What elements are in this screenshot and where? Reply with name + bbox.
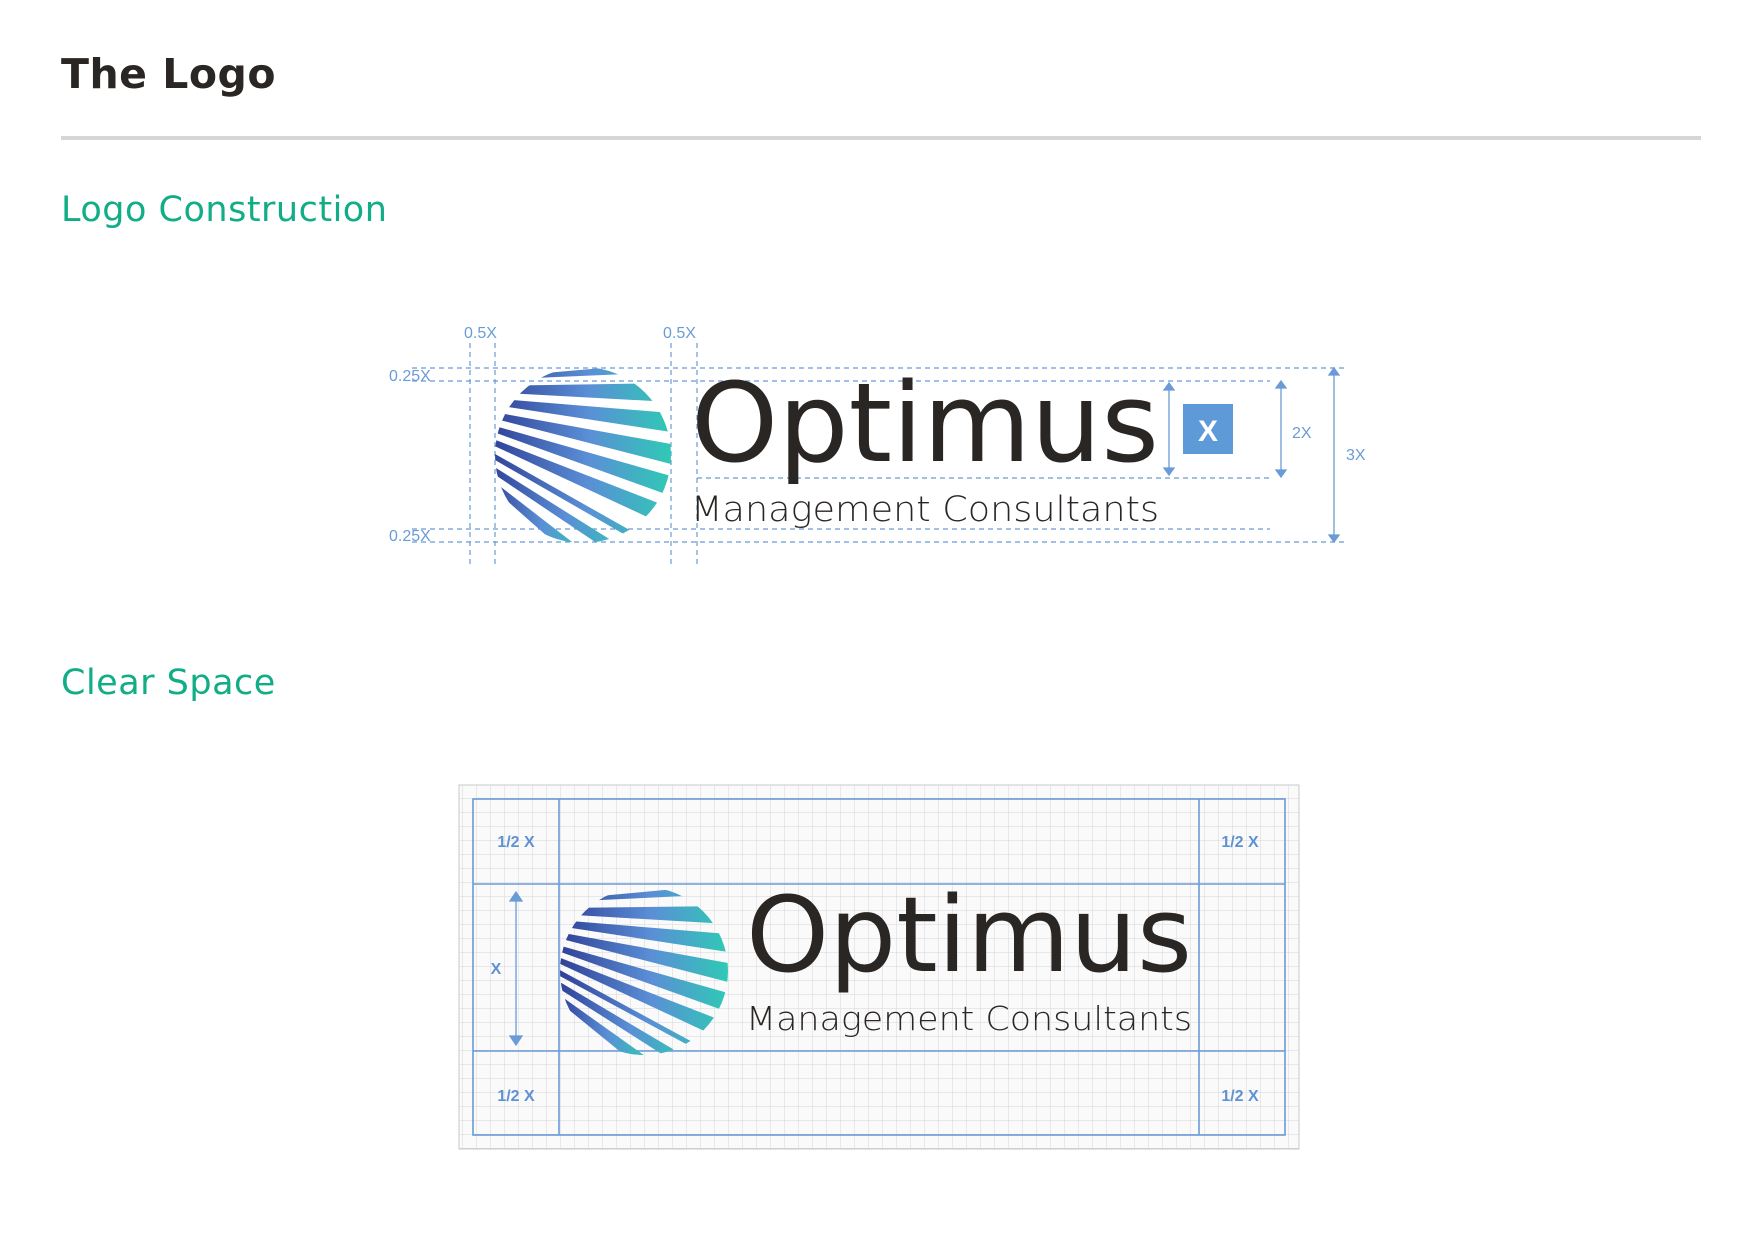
three-x-arrow xyxy=(1327,366,1341,544)
clear-space-heading: Clear Space xyxy=(61,663,276,703)
construction-diagram: 0.5X 0.5X 0.25X 0.25X Optimus Management… xyxy=(389,325,1366,565)
two-x-label: 2X xyxy=(1292,425,1312,442)
clear-space-label-top-right: 1/2 X xyxy=(1221,834,1259,851)
construction-guides xyxy=(412,343,1344,565)
quarter-x-label-bottom: 0.25X xyxy=(389,528,431,545)
clear-space-label-top-left: 1/2 X xyxy=(497,834,535,851)
half-x-label-left: 0.5X xyxy=(464,325,497,342)
logo-tagline: Management Consultants xyxy=(691,490,1159,530)
logo-tagline-clear-space: Management Consultants xyxy=(746,999,1192,1038)
three-x-label: 3X xyxy=(1346,447,1366,464)
clear-space-x-arrow xyxy=(508,890,524,1047)
clear-space-x-label: X xyxy=(491,961,502,978)
logo-construction-heading: Logo Construction xyxy=(61,190,388,230)
clear-space-grid xyxy=(459,785,1299,1149)
x-unit-box xyxy=(1183,404,1233,454)
wordmark-height-arrow xyxy=(1162,381,1176,477)
two-x-arrow xyxy=(1274,379,1288,479)
half-x-label-right: 0.5X xyxy=(663,325,696,342)
logo-mark xyxy=(495,367,671,543)
clear-space-frame xyxy=(472,798,1286,1136)
page-title: The Logo xyxy=(61,50,277,98)
clear-space-label-bottom-right: 1/2 X xyxy=(1221,1088,1259,1105)
clear-space-label-bottom-left: 1/2 X xyxy=(497,1088,535,1105)
logo-wordmark: Optimus xyxy=(691,359,1159,487)
x-unit-label: X xyxy=(1198,415,1218,448)
clear-space-diagram: 1/2 X 1/2 X 1/2 X 1/2 X X Optimus Manage… xyxy=(458,784,1300,1150)
quarter-x-label-top: 0.25X xyxy=(389,368,431,385)
section-divider xyxy=(61,136,1701,140)
logo-wordmark-clear-space: Optimus xyxy=(746,874,1192,996)
